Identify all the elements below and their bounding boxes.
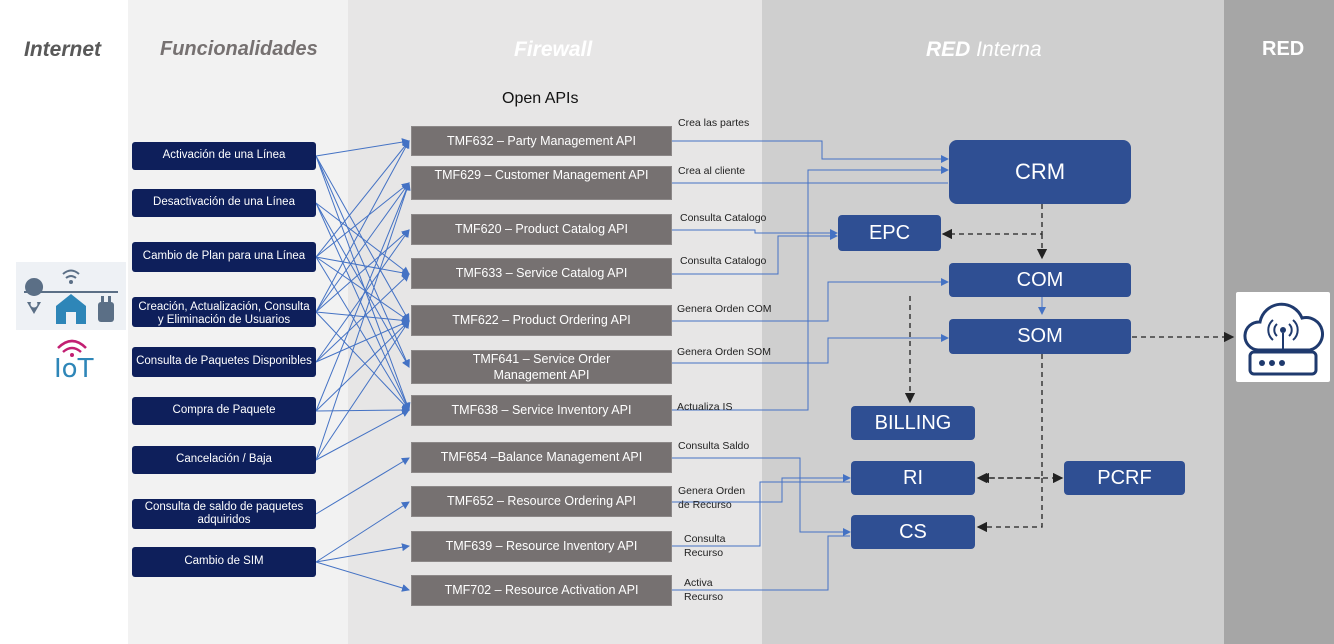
fan-wire — [315, 320, 410, 461]
fan-wire — [315, 229, 410, 313]
note-tmf652: Genera Orden de Recurso — [678, 485, 746, 511]
fan-wire — [315, 256, 410, 277]
api-tmf652: TMF652 – Resource Ordering API — [411, 486, 672, 517]
iot-label: IoT — [54, 354, 94, 384]
func-consulta-paquetes: Consulta de Paquetes Disponibles — [132, 347, 316, 377]
fan-wire — [315, 311, 410, 325]
api-tmf702: TMF702 – Resource Activation API — [411, 575, 672, 606]
fan-wire — [315, 202, 410, 275]
fan-wire — [315, 202, 410, 411]
fan-wire — [315, 182, 411, 461]
iot-icon: IoT — [40, 334, 104, 384]
func-compra-paquete: Compra de Paquete — [132, 397, 316, 425]
note-tmf622: Genera Orden COM — [677, 303, 772, 315]
func-cambio-plan: Cambio de Plan para una Línea — [132, 242, 316, 272]
system-crm: CRM — [949, 140, 1131, 204]
wire-tmf702-cs — [672, 535, 850, 591]
fan-wire — [315, 561, 410, 592]
fan-wire — [315, 256, 410, 322]
dash-som-ri — [976, 354, 1043, 484]
func-desactivacion: Desactivación de una Línea — [132, 189, 316, 217]
note-tmf632: Crea las partes — [678, 117, 750, 129]
wire-tmf620-epc — [672, 229, 838, 237]
api-tmf633: TMF633 – Service Catalog API — [411, 258, 672, 289]
fan-wire — [315, 320, 410, 363]
fan-wire — [315, 543, 410, 563]
wire-tmf632-crm — [672, 140, 949, 163]
api-tmf632: TMF632 – Party Management API — [411, 126, 672, 156]
zone-title-firewall: Firewall — [514, 38, 593, 61]
note-tmf702: Activa Recurso — [684, 577, 724, 603]
api-tmf641: TMF641 – Service Order Management API — [411, 350, 672, 384]
system-pcrf: PCRF — [1064, 461, 1185, 495]
fan-wire — [315, 256, 410, 411]
fan-wire — [315, 155, 410, 368]
fan-wire — [315, 202, 410, 368]
fan-wire — [315, 182, 411, 412]
system-epc: EPC — [838, 215, 941, 251]
zone-title-internet: Internet — [24, 38, 102, 61]
system-cs: CS — [851, 515, 975, 549]
func-activacion: Activación de una Línea — [132, 142, 316, 170]
fan-wire — [315, 182, 410, 313]
internet-devices-icon — [16, 262, 126, 330]
note-tmf638: Actualiza IS — [677, 401, 733, 413]
api-tmf638: TMF638 – Service Inventory API — [411, 395, 672, 426]
fan-wire — [315, 140, 410, 313]
fan-wire — [315, 409, 410, 461]
api-tmf639: TMF639 – Resource Inventory API — [411, 531, 672, 562]
api-tmf622: TMF622 – Product Ordering API — [411, 305, 672, 336]
zone-title-funcionalidades: Funcionalidades — [160, 38, 318, 60]
zone-title-red: RED — [1262, 38, 1305, 60]
note-tmf620: Consulta Catalogo — [680, 212, 767, 224]
zone-title-red-interna-bold: RED — [926, 38, 971, 61]
api-tmf620: TMF620 – Product Catalog API — [411, 214, 672, 245]
fan-wire — [315, 501, 410, 563]
fan-wire — [315, 155, 411, 411]
api-tmf654: TMF654 –Balance Management API — [411, 442, 672, 473]
dash-crm-epc — [941, 204, 1043, 240]
api-tmf629: TMF629 – Customer Management API — [411, 166, 672, 200]
wire-tmf652-ri — [672, 474, 851, 503]
system-som: SOM — [949, 319, 1131, 354]
wire-tmf622-com — [672, 278, 949, 322]
dash-som-cs — [976, 478, 1043, 533]
wire-tmf641-som — [672, 334, 949, 364]
open-apis-title: Open APIs — [502, 90, 579, 107]
wire-tmf639-ri — [672, 481, 850, 547]
note-tmf641: Genera Orden SOM — [677, 346, 771, 358]
cloud-router-icon — [1236, 292, 1330, 382]
note-tmf633: Consulta Catalogo — [680, 255, 767, 267]
note-tmf654: Consulta Saldo — [678, 440, 750, 452]
system-com: COM — [949, 263, 1131, 297]
note-tmf639: Consulta Recurso — [684, 533, 726, 559]
func-usuarios: Creación, Actualización, Consulta y Elim… — [132, 297, 316, 327]
fan-wire — [315, 320, 410, 412]
note-tmf629: Crea al cliente — [678, 165, 746, 177]
fan-wire — [315, 311, 410, 411]
fan-wire — [315, 457, 410, 515]
func-cambio-sim: Cambio de SIM — [132, 547, 316, 577]
fan-wire — [315, 406, 410, 415]
zone-title-red-interna: RED Interna — [926, 38, 1042, 62]
fan-wire — [315, 138, 410, 157]
zone-title-red-interna-rest: Interna — [970, 38, 1042, 61]
fan-wire — [315, 140, 410, 258]
wire-tmf629-crm — [672, 166, 949, 184]
func-consulta-saldo: Consulta de saldo de paquetes adquiridos — [132, 499, 316, 529]
fan-wire — [315, 273, 410, 363]
func-cancelacion: Cancelación / Baja — [132, 446, 316, 474]
wire-tmf654-cs — [672, 457, 851, 536]
fan-wire — [315, 182, 410, 258]
system-billing: BILLING — [851, 406, 975, 440]
wire-tmf638-crm — [672, 182, 948, 411]
system-ri: RI — [851, 461, 975, 495]
